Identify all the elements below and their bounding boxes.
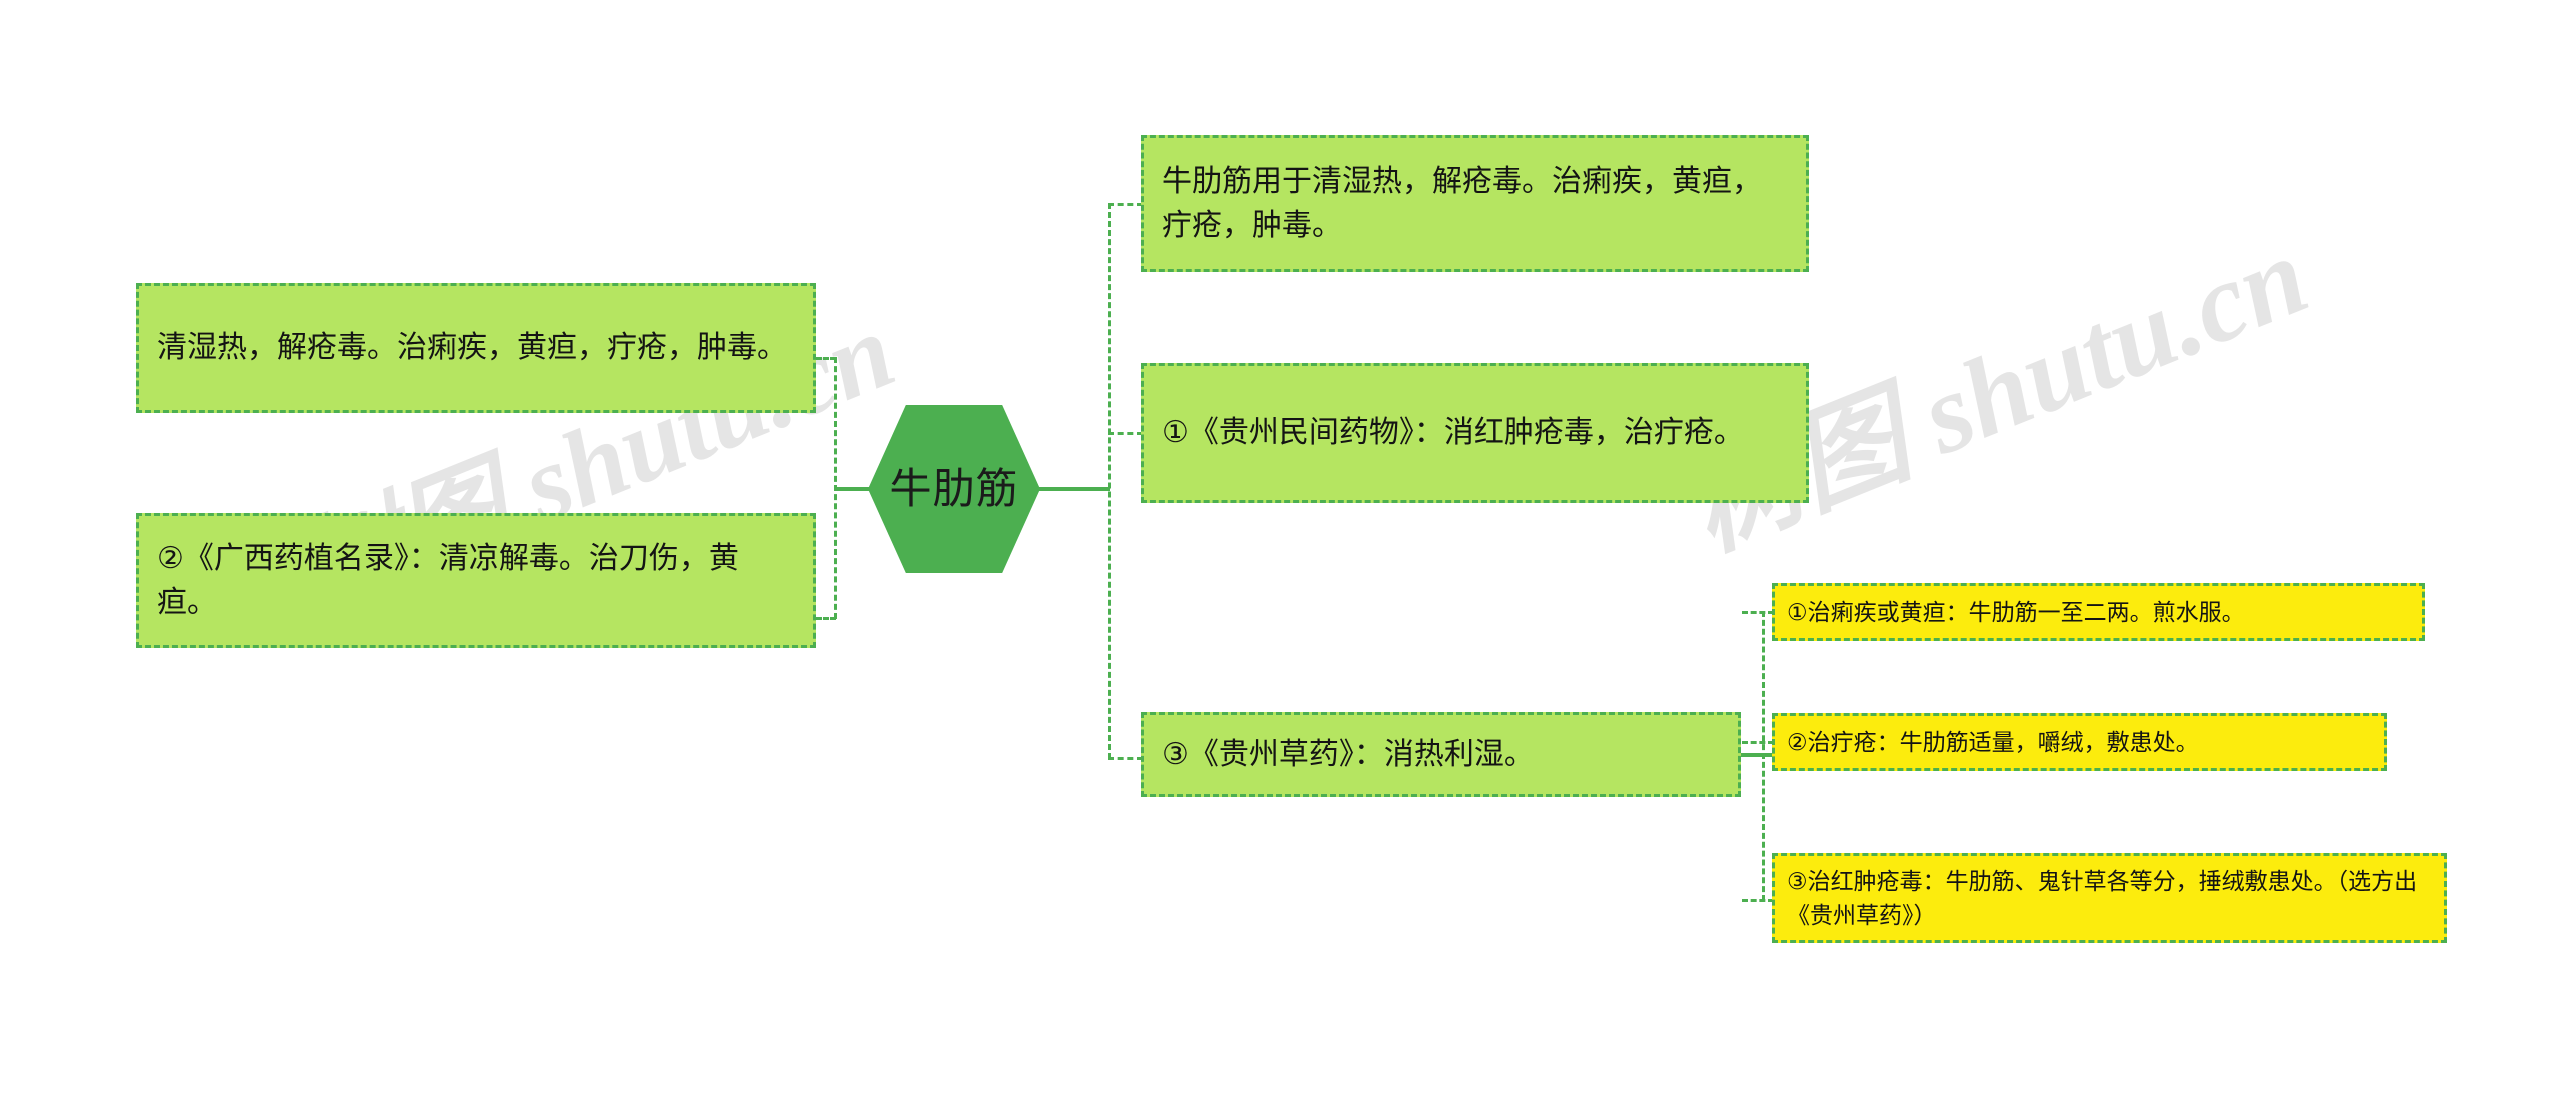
connector-right-3 [1108,757,1143,760]
node-right-guizhou-folk[interactable]: ①《贵州民间药物》：消红肿疮毒，治疔疮。 [1141,363,1809,503]
node-prescription-1-text: ①治痢疾或黄疸：牛肋筋一至二两。煎水服。 [1787,598,2245,625]
connector-node3-stub [1741,753,1773,757]
connector-yellow-3 [1742,899,1774,902]
connector-yellow-1 [1742,611,1774,614]
node-prescription-3[interactable]: ③治红肿疮毒：牛肋筋、鬼针草各等分，捶绒敷患处。（选方出《贵州草药》） [1772,853,2447,943]
connector-root-right-stub [1038,487,1110,491]
connector-right-1 [1108,203,1143,206]
node-left-properties-text: 清湿热，解疮毒。治痢疾，黄疸，疔疮，肿毒。 [157,331,787,365]
connector-left-1 [816,357,836,360]
root-node-niulejin[interactable]: 牛肋筋 [868,405,1040,573]
node-left-guangxi-record-text: ②《广西药植名录》：清凉解毒。治刀伤，黄疸。 [157,542,739,619]
node-prescription-1[interactable]: ①治痢疾或黄疸：牛肋筋一至二两。煎水服。 [1772,583,2425,641]
node-prescription-2[interactable]: ②治疔疮：牛肋筋适量，嚼绒，敷患处。 [1772,713,2387,771]
node-prescription-3-text: ③治红肿疮毒：牛肋筋、鬼针草各等分，捶绒敷患处。（选方出《贵州草药》） [1787,867,2418,929]
connector-root-left-stub [836,487,872,491]
node-right-usage[interactable]: 牛肋筋用于清湿热，解疮毒。治痢疾，黄疸，疔疮，肿毒。 [1141,135,1809,272]
connector-right-2 [1108,432,1143,435]
node-right-guizhou-herb[interactable]: ③《贵州草药》：消热利湿。 [1141,712,1741,797]
node-prescription-2-text: ②治疔疮：牛肋筋适量，嚼绒，敷患处。 [1787,728,2199,755]
node-left-properties[interactable]: 清湿热，解疮毒。治痢疾，黄疸，疔疮，肿毒。 [136,283,816,413]
node-right-guizhou-folk-text: ①《贵州民间药物》：消红肿疮毒，治疔疮。 [1162,416,1744,450]
connector-left-spine [834,357,837,619]
node-left-guangxi-record[interactable]: ②《广西药植名录》：清凉解毒。治刀伤，黄疸。 [136,513,816,648]
node-right-guizhou-herb-text: ③《贵州草药》：消热利湿。 [1162,737,1534,771]
connector-yellow-2 [1742,741,1774,744]
node-right-usage-text: 牛肋筋用于清湿热，解疮毒。治痢疾，黄疸，疔疮，肿毒。 [1162,165,1762,242]
connector-left-2 [816,617,836,620]
root-node-label: 牛肋筋 [889,465,1019,512]
connector-right-spine [1108,203,1111,759]
connector-yellow-spine [1762,611,1765,901]
